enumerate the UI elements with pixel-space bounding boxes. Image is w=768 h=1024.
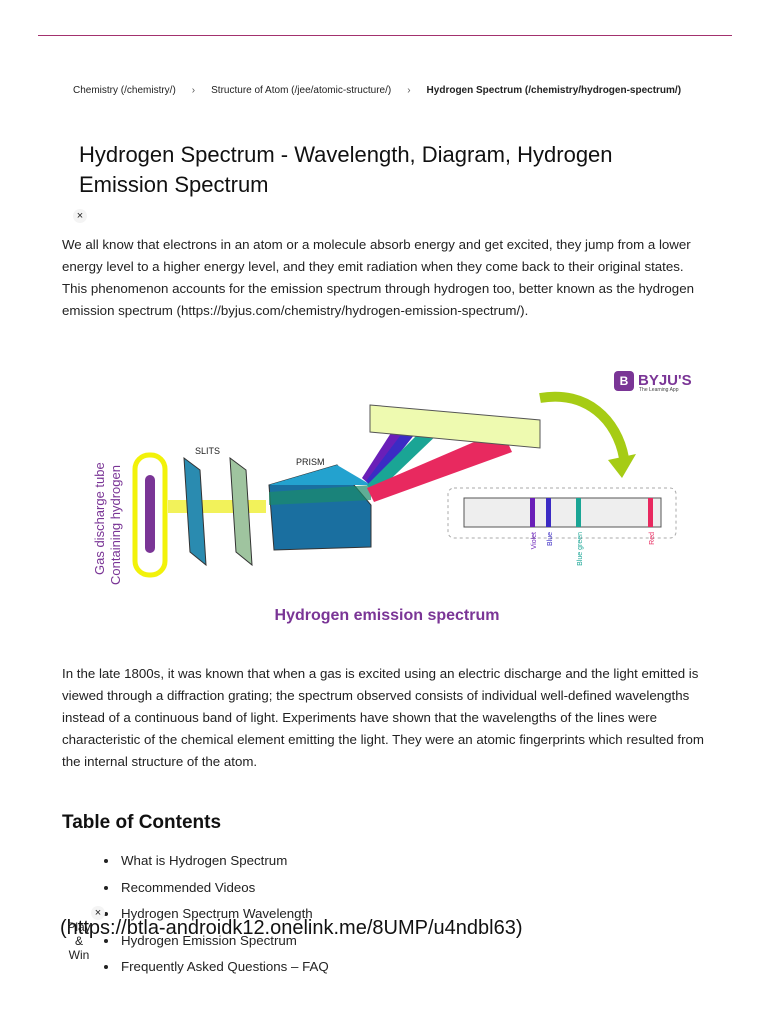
ray-blue-green: [367, 420, 442, 495]
spectrum-line-violet: [530, 498, 535, 527]
play-and-win-widget[interactable]: Play & Win: [66, 920, 92, 962]
toc-item-what-is-hydrogen-spectrum[interactable]: What is Hydrogen Spectrum: [119, 848, 329, 875]
table-of-contents: What is Hydrogen Spectrum Recommended Vi…: [101, 848, 329, 981]
discharge-tube-gas: [145, 475, 155, 553]
spectrum-line-blue-green: [576, 498, 581, 527]
prism-label: PRISM: [296, 457, 325, 467]
toc-title: Table of Contents: [62, 812, 222, 833]
spectrum-lines: Violet Blue Blue green Red: [530, 498, 656, 566]
spectrum-bar: [463, 497, 662, 528]
spectrum-line-label: Blue green: [577, 532, 584, 566]
close-icon[interactable]: ×: [73, 209, 87, 223]
figure-caption: Hydrogen emission spectrum: [275, 607, 500, 624]
header-divider: [38, 35, 732, 36]
history-paragraph: In the late 1800s, it was known that whe…: [62, 666, 704, 769]
spectrum-line-label: Blue: [547, 532, 554, 546]
light-beam: [168, 500, 266, 513]
discharge-tube: [132, 452, 168, 578]
slit-1: [183, 456, 207, 567]
toc-item-hydrogen-emission-spectrum[interactable]: Hydrogen Emission Spectrum: [119, 928, 329, 955]
play-win-line: &: [74, 934, 83, 948]
play-win-line: Win: [68, 948, 90, 962]
byjus-logo: B BYJU'S The Learning App: [614, 371, 692, 393]
intro-paragraph: We all know that electrons in an atom or…: [62, 237, 694, 318]
breadcrumb-separator-icon: ›: [407, 85, 411, 96]
breadcrumb-separator-icon: ›: [191, 85, 196, 96]
spectrum-frame: [447, 487, 677, 539]
breadcrumb-link-structure-of-atom[interactable]: Structure of Atom (/jee/atomic-structure…: [211, 85, 392, 96]
breadcrumb-current: Hydrogen Spectrum (/chemistry/hydrogen-s…: [426, 85, 682, 96]
ray-red: [367, 430, 512, 502]
spectrum-line-red: [648, 498, 653, 527]
spectrum-line-label: Red: [649, 532, 656, 545]
close-icon[interactable]: ×: [91, 906, 105, 920]
toc-item-hydrogen-spectrum-wavelength[interactable]: Hydrogen Spectrum Wavelength: [119, 901, 329, 928]
svg-text:BYJU'S: BYJU'S: [638, 372, 692, 389]
svg-text:B: B: [620, 374, 629, 388]
toc-item-faq[interactable]: Frequently Asked Questions – FAQ: [119, 954, 329, 981]
breadcrumb: Chemistry (/chemistry/) › Structure of Ato…: [73, 82, 713, 99]
slits-label: SLITS: [195, 446, 220, 456]
svg-text:The Learning App: The Learning App: [639, 387, 679, 393]
toc-item-recommended-videos[interactable]: Recommended Videos: [119, 875, 329, 902]
page-title: Hydrogen Spectrum - Wavelength, Diagram,…: [79, 142, 613, 197]
slit-2: [229, 456, 253, 567]
spectrum-line-blue: [546, 498, 551, 527]
spectrum-line-label: Violet: [531, 532, 538, 549]
app-download-link[interactable]: (https://btla-androidk12.onelink.me/8UMP…: [60, 917, 523, 939]
hydrogen-emission-spectrum-figure: B BYJU'S The Learning App Gas discharge …: [92, 371, 692, 624]
screen-plate: [369, 404, 541, 449]
play-win-line: Play: [67, 920, 91, 934]
breadcrumb-link-chemistry[interactable]: Chemistry (/chemistry/): [73, 85, 176, 96]
tube-label-2: Containing hydrogen: [108, 465, 123, 585]
tube-label-1: Gas discharge tube: [92, 462, 107, 575]
arrow-icon: [539, 391, 629, 460]
